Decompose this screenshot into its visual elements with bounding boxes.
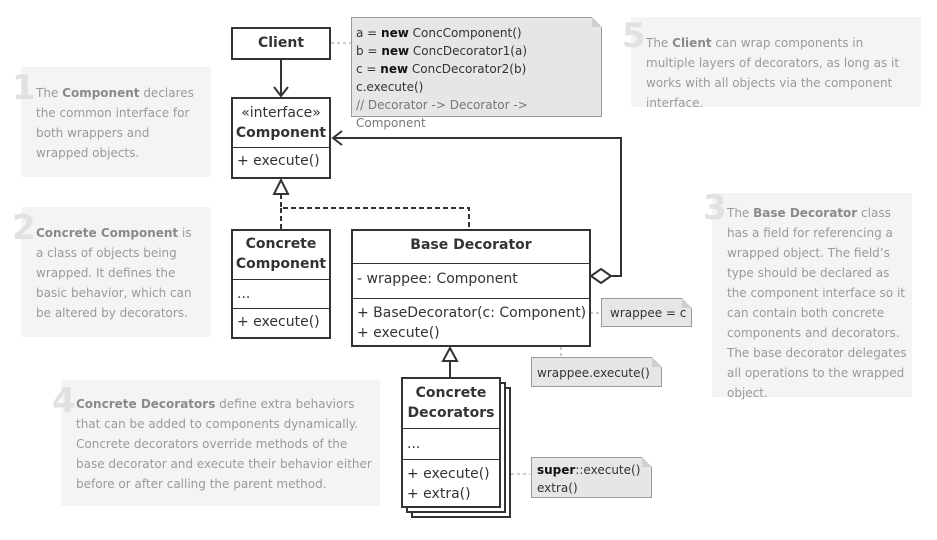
field: - wrappee: Component [353, 263, 589, 298]
callout-text: The Base Decorator class has a field for… [727, 206, 907, 400]
callout-client: 5 The Client can wrap components in mult… [622, 17, 921, 110]
callout-text: The Component declares the common interf… [36, 86, 194, 160]
method: + execute() [357, 325, 440, 341]
fields: ... [233, 279, 329, 308]
code-line: c.execute() [356, 80, 424, 94]
callout-component: 1 The Component declares the common inte… [12, 67, 211, 177]
base-decorator-box: Base Decorator - wrappee: Component + Ba… [351, 229, 591, 347]
note-fold [642, 457, 652, 467]
method: + execute() [407, 466, 490, 482]
callout-text: Concrete Decorators define extra behavio… [76, 397, 372, 491]
callout-number: 1 [12, 68, 36, 108]
class-name: Component [235, 125, 327, 141]
method: + extra() [407, 486, 471, 502]
method: + execute() [233, 147, 329, 175]
callout-text: Concrete Component is a class of objects… [36, 226, 192, 320]
callout-number: 3 [703, 188, 727, 228]
concrete-decorators-box: Concrete Decorators ... + execute() + ex… [401, 377, 501, 508]
code-line: super::execute() [537, 463, 641, 477]
note-fold [682, 298, 692, 308]
class-name: Concrete Decorators [407, 385, 495, 421]
wrappee-execute-note: wrappee.execute() [531, 357, 662, 387]
methods: + BaseDecorator(c: Component) + execute(… [353, 298, 589, 343]
class-name: Client [257, 35, 305, 51]
callout-concrete-decorators: 4 Concrete Decorators define extra behav… [52, 380, 380, 506]
method: + BaseDecorator(c: Component) [357, 305, 587, 321]
fields: ... [403, 428, 499, 459]
callout-number: 5 [622, 16, 646, 56]
component-interface-box: «interface» Component + execute() [231, 97, 331, 179]
client-class-box: Client [231, 27, 331, 60]
wrappee-assign-note: wrappee = c [601, 298, 692, 327]
super-execute-note: super::execute() extra() [531, 457, 652, 498]
code-line: b = new ConcDecorator1(a) [356, 44, 528, 58]
client-code-note: a = new ConcComponent() b = new ConcDeco… [351, 17, 602, 130]
callout-number: 4 [52, 381, 76, 421]
class-name: Base Decorator [410, 237, 532, 253]
note-fold [592, 17, 602, 27]
stereotype: «interface» [241, 105, 321, 121]
methods: + execute() + extra() [403, 459, 499, 504]
callout-text: The Client can wrap components in multip… [646, 36, 900, 110]
callout-number: 2 [12, 208, 36, 248]
method: + execute() [233, 308, 329, 335]
code-comment: // Decorator -> Decorator -> Component [356, 98, 528, 130]
code-line: extra() [537, 481, 578, 495]
concrete-component-box: Concrete Component ... + execute() [231, 229, 331, 339]
callout-concrete-component: 2 Concrete Component is a class of objec… [12, 207, 211, 337]
callout-base-decorator: 3 The Base Decorator class has a field f… [703, 191, 912, 400]
note-fold [652, 357, 662, 367]
class-name: Concrete Component [235, 236, 327, 272]
code-line: c = new ConcDecorator2(b) [356, 62, 527, 76]
code-line: a = new ConcComponent() [356, 26, 522, 40]
